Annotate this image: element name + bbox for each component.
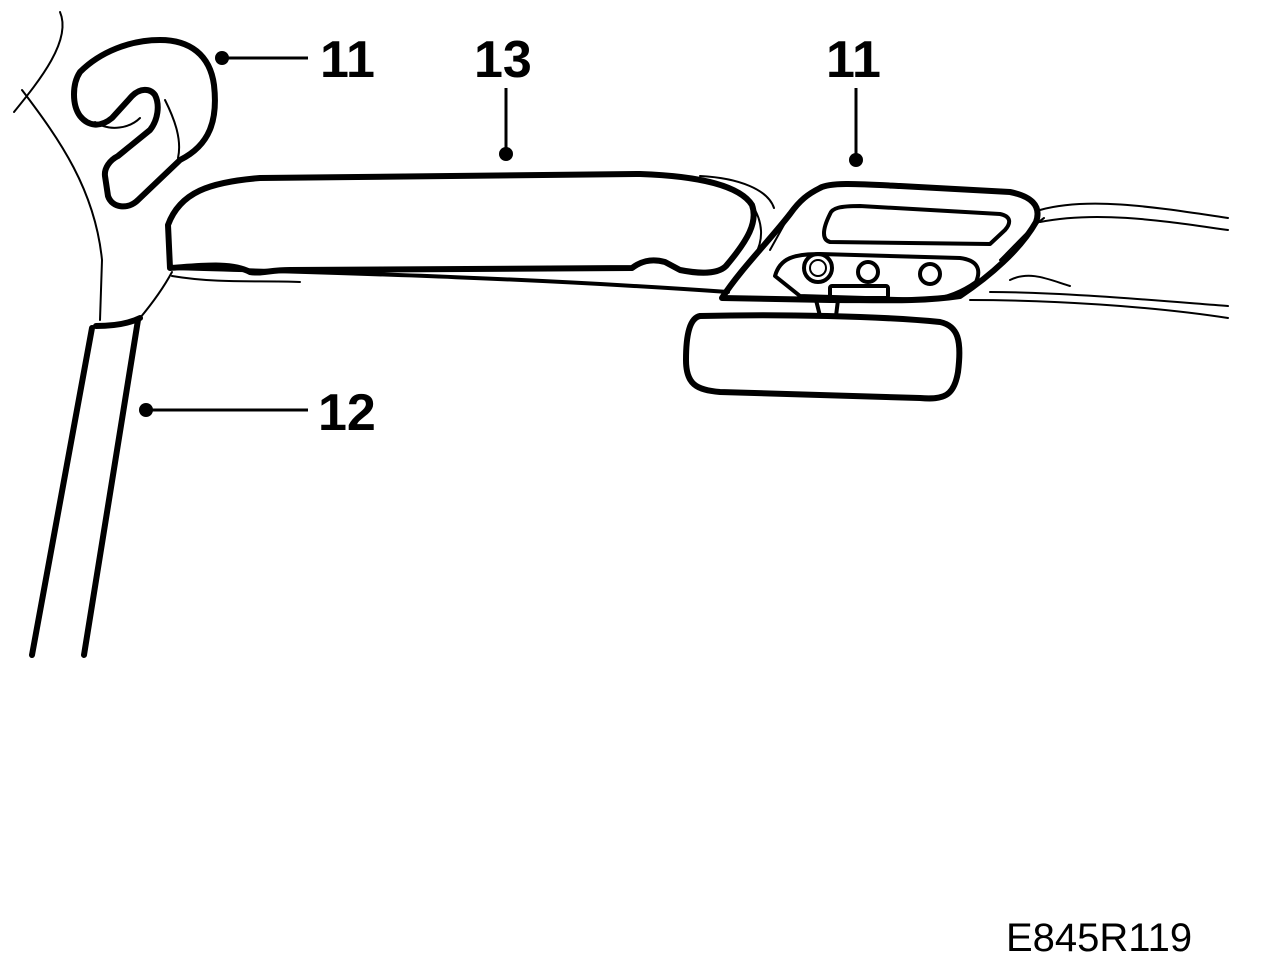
courtesy-light — [719, 181, 1041, 304]
drawing-id: E845R119 — [1006, 916, 1193, 960]
sun-visor — [165, 171, 775, 276]
callout-courtesy-light-label: 11 — [826, 31, 881, 89]
callout-a-pillar-trim-label: 12 — [318, 384, 376, 442]
headliner-edge — [168, 202, 1229, 319]
a-pillar-trim — [29, 317, 141, 658]
a-pillar — [13, 11, 173, 329]
callout-grab-handle-label: 11 — [320, 31, 375, 89]
rearview-mirror — [683, 298, 963, 402]
leader-lines — [139, 51, 863, 417]
grab-handle — [71, 37, 218, 210]
callout-sun-visor-label: 13 — [474, 31, 532, 89]
